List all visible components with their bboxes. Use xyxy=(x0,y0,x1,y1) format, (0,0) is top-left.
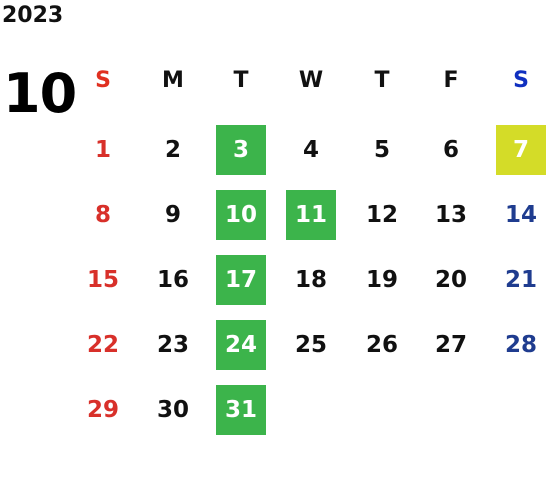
month-number: 10 xyxy=(3,62,77,125)
day-cell-7[interactable]: 7 xyxy=(496,125,546,175)
day-cell-11[interactable]: 11 xyxy=(286,190,336,240)
day-cell-4[interactable]: 4 xyxy=(302,137,319,163)
day-cell-23[interactable]: 23 xyxy=(156,332,189,358)
day-cell-13[interactable]: 13 xyxy=(434,202,467,228)
day-cell-18[interactable]: 18 xyxy=(294,267,327,293)
day-cell-25[interactable]: 25 xyxy=(294,332,327,358)
day-cell-17[interactable]: 17 xyxy=(216,255,266,305)
weekday-header: T xyxy=(374,67,390,93)
year-label: 2023 xyxy=(2,3,64,28)
day-cell-16[interactable]: 16 xyxy=(156,267,189,293)
day-cell-20[interactable]: 20 xyxy=(434,267,467,293)
day-cell-29[interactable]: 29 xyxy=(86,397,119,423)
weekday-header: T xyxy=(233,67,249,93)
day-cell-9[interactable]: 9 xyxy=(164,202,181,228)
weekday-header: F xyxy=(443,67,459,93)
day-cell-19[interactable]: 19 xyxy=(365,267,398,293)
weekday-header: S xyxy=(513,67,529,93)
day-cell-15[interactable]: 15 xyxy=(86,267,119,293)
day-cell-14[interactable]: 14 xyxy=(504,202,537,228)
day-cell-31[interactable]: 31 xyxy=(216,385,266,435)
day-cell-22[interactable]: 22 xyxy=(86,332,119,358)
weekday-header: W xyxy=(298,67,324,93)
day-cell-24[interactable]: 24 xyxy=(216,320,266,370)
weekday-header: M xyxy=(162,67,184,93)
day-cell-12[interactable]: 12 xyxy=(365,202,398,228)
day-cell-3[interactable]: 3 xyxy=(216,125,266,175)
day-cell-28[interactable]: 28 xyxy=(504,332,537,358)
day-cell-5[interactable]: 5 xyxy=(373,137,390,163)
day-cell-30[interactable]: 30 xyxy=(156,397,189,423)
day-cell-10[interactable]: 10 xyxy=(216,190,266,240)
day-cell-1[interactable]: 1 xyxy=(94,137,111,163)
day-cell-2[interactable]: 2 xyxy=(164,137,181,163)
day-cell-8[interactable]: 8 xyxy=(94,202,111,228)
weekday-header: S xyxy=(95,67,111,93)
day-cell-27[interactable]: 27 xyxy=(434,332,467,358)
day-cell-21[interactable]: 21 xyxy=(504,267,537,293)
day-cell-26[interactable]: 26 xyxy=(365,332,398,358)
day-cell-6[interactable]: 6 xyxy=(442,137,459,163)
